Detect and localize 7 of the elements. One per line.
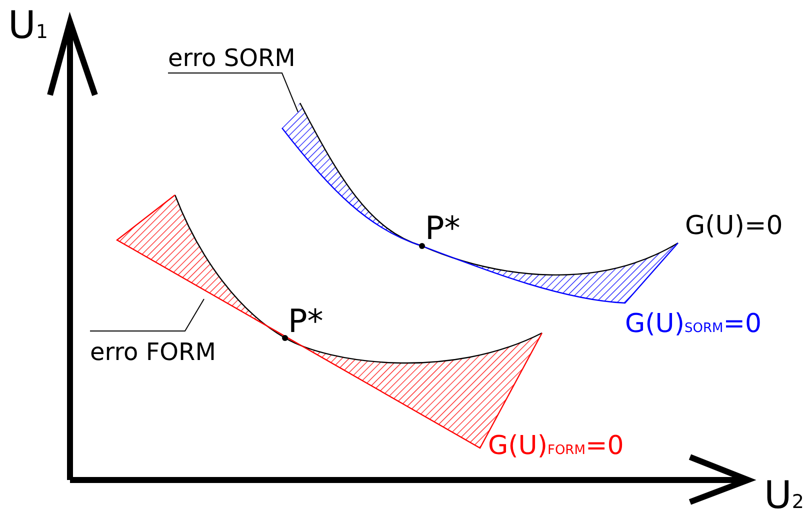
leader-line bbox=[90, 298, 204, 332]
point-label: P* bbox=[288, 305, 324, 337]
leader-line bbox=[168, 72, 298, 112]
callout-text: erro FORM bbox=[90, 340, 216, 364]
curve-label: G(U)=0 bbox=[685, 213, 783, 239]
callout-text: erro SORM bbox=[168, 46, 296, 70]
point-label: P* bbox=[425, 212, 460, 244]
